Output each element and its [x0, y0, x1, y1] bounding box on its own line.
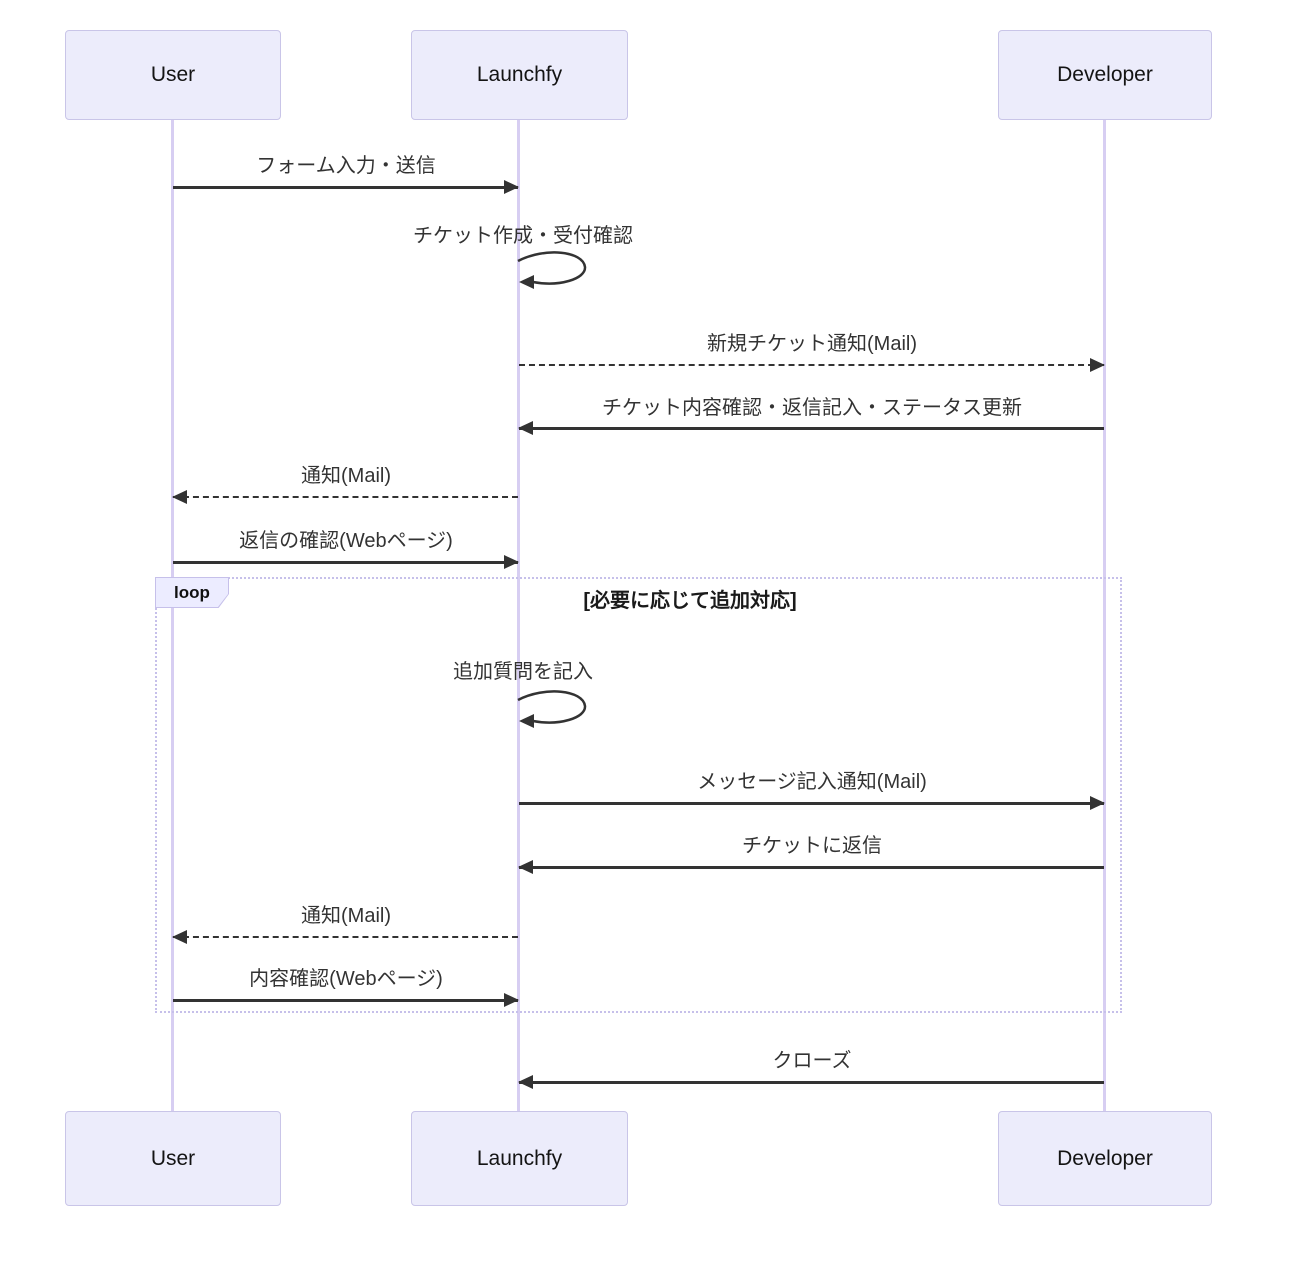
message-label: 追加質問を記入 [453, 661, 593, 683]
arrowhead-left-icon [172, 930, 187, 944]
arrow-shaft [519, 364, 1104, 366]
actor-launchfy-bottom: Launchfy [411, 1111, 628, 1206]
actor-developer-top: Developer [998, 30, 1212, 120]
actor-user-top: User [65, 30, 281, 120]
loop-condition: [必要に応じて追加対応] [583, 590, 797, 612]
loop-fragment-box [155, 577, 1122, 1013]
message-label: チケットに返信 [742, 835, 882, 857]
message-label: 新規チケット通知(Mail) [707, 333, 917, 355]
arrowhead-left-icon [172, 490, 187, 504]
arrow-shaft [173, 186, 518, 189]
arrow-shaft [173, 936, 518, 938]
arrowhead-right-icon [1090, 796, 1105, 810]
message-label: 通知(Mail) [301, 465, 391, 487]
message-label: フォーム入力・送信 [256, 155, 436, 177]
actor-launchfy-top: Launchfy [411, 30, 628, 120]
message-label: 内容確認(Webページ) [249, 968, 443, 990]
message-label: クローズ [772, 1050, 852, 1072]
message-label: チケット作成・受付確認 [413, 225, 633, 247]
actor-user-bottom: User [65, 1111, 281, 1206]
arrowhead-right-icon [504, 180, 519, 194]
message-label: チケット内容確認・返信記入・ステータス更新 [602, 397, 1022, 419]
self-message-loop-icon [517, 251, 587, 289]
arrowhead-right-icon [504, 993, 519, 1007]
actor-developer-bottom: Developer [998, 1111, 1212, 1206]
arrowhead-left-icon [518, 860, 533, 874]
message-label: 通知(Mail) [301, 905, 391, 927]
lifeline-launchfy [517, 120, 520, 1111]
arrow-shaft [173, 999, 518, 1002]
arrow-shaft [519, 802, 1104, 805]
arrow-shaft [173, 561, 518, 564]
arrowhead-left-icon [518, 1075, 533, 1089]
lifeline-user [171, 120, 174, 1111]
loop-label-tab: loop [155, 577, 229, 608]
message-label: メッセージ記入通知(Mail) [697, 771, 927, 793]
lifeline-developer [1103, 120, 1106, 1111]
arrow-shaft [519, 1081, 1104, 1084]
loop-label: loop [156, 578, 228, 607]
arrowhead-left-icon [518, 421, 533, 435]
arrowhead-right-icon [504, 555, 519, 569]
message-label: 返信の確認(Webページ) [239, 530, 453, 552]
arrow-shaft [173, 496, 518, 498]
arrow-shaft [519, 427, 1104, 430]
self-message-loop-icon [517, 690, 587, 728]
arrowhead-right-icon [1090, 358, 1105, 372]
arrow-shaft [519, 866, 1104, 869]
